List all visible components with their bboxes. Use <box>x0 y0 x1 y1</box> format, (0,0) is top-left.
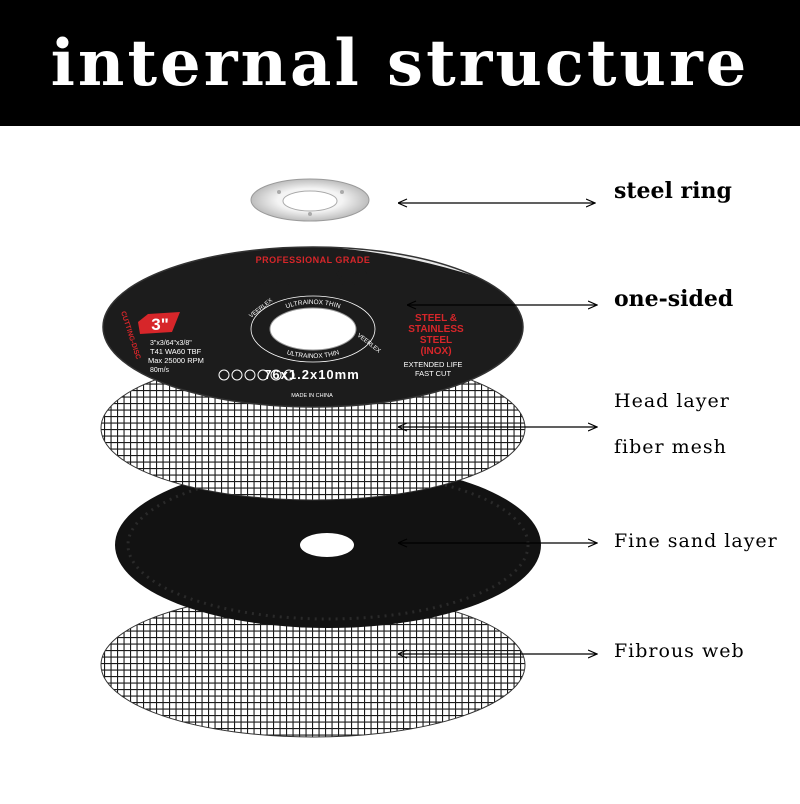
material-line-3: STEEL <box>420 335 452 346</box>
label-disc: PROFESSIONAL GRADE CUTTING DISC 3" 3"x3/… <box>102 246 524 408</box>
gloves-icon <box>244 369 256 381</box>
disc-brand-line2: DISC <box>289 288 337 305</box>
no-side-grinding-icon <box>283 369 295 381</box>
material-line-4: (INOX) <box>420 346 451 357</box>
title-banner: internal structure <box>0 0 800 126</box>
disc-origin: MADE IN CHINA <box>291 393 333 399</box>
spec-line-3: Max 25000 RPM <box>148 356 204 365</box>
material-line-2: STAINLESS <box>408 324 464 335</box>
icon-row <box>218 369 295 381</box>
ring-text-bottom: ULTRAINOX THIN <box>286 349 340 360</box>
svg-text:ULTRAINOX THIN: ULTRAINOX THIN <box>285 299 342 310</box>
safety-goggles-icon <box>218 369 230 381</box>
page-title: internal structure <box>50 25 750 101</box>
spec-line-2: T41 WA60 TBF <box>150 347 202 356</box>
read-manual-icon <box>257 369 269 381</box>
label-disc-center-hole <box>269 307 357 351</box>
layer-diagram-svg: PROFESSIONAL GRADE CUTTING DISC 3" 3"x3/… <box>100 178 800 738</box>
spec-line-1: 3"x3/64"x3/8" <box>150 340 192 347</box>
no-wet-use-icon <box>270 369 282 381</box>
spec-line-4: 80m/s <box>150 367 170 374</box>
size-badge-text: 3" <box>151 315 169 334</box>
steel-ring <box>250 178 370 222</box>
ear-protection-icon <box>231 369 243 381</box>
disc-brand-line1: CUTTING <box>256 265 370 292</box>
feature-line-1: EXTENDED LIFE <box>404 360 463 369</box>
disc-dimensions: 76x1.2x10mm <box>264 367 360 382</box>
label-steel-ring: steel ring <box>614 178 732 204</box>
fine-sand-center-hole <box>300 533 354 557</box>
label-fibrous-web: Fibrous web <box>614 640 745 662</box>
label-fine-sand-layer: Fine sand layer <box>614 530 778 552</box>
label-fiber-mesh: fiber mesh <box>614 436 727 458</box>
size-badge: 3" <box>138 312 180 334</box>
feature-line-2: FAST CUT <box>415 369 452 378</box>
structure-diagram: PROFESSIONAL GRADE CUTTING DISC 3" 3"x3/… <box>0 126 800 800</box>
disc-grade-text: PROFESSIONAL GRADE <box>256 255 371 265</box>
label-one-sided: one-sided <box>614 286 734 312</box>
material-line-1: STEEL & <box>415 313 457 324</box>
ring-text-top: ULTRAINOX THIN <box>285 299 342 310</box>
svg-text:ULTRAINOX THIN: ULTRAINOX THIN <box>286 349 340 360</box>
label-head-layer: Head layer <box>614 390 730 412</box>
